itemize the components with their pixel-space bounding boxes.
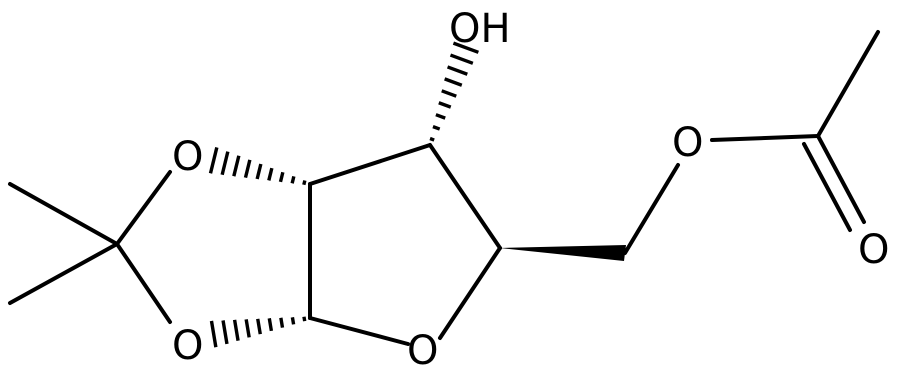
hash-stripe (209, 320, 218, 348)
bond-methyl2-cq (8, 242, 119, 305)
hash-stripe (441, 89, 457, 98)
hash-stripe (232, 155, 241, 177)
hash-bond-c2-o-lower (209, 316, 307, 348)
hash-stripe (243, 159, 252, 179)
wedge-bond-c4-c5 (500, 245, 626, 261)
hash-stripe (435, 113, 446, 120)
bond-cq-o-upper (115, 170, 172, 246)
hash-stripe (220, 151, 230, 176)
hash-stripe (302, 316, 307, 322)
bond-c2-ring-o (308, 316, 410, 346)
atom-label-ester-o: O (672, 120, 703, 166)
bond-c3-c1 (308, 143, 432, 186)
hash-stripe (267, 318, 274, 332)
hash-stripe (438, 101, 452, 109)
bond-o-ester-c-carbonyl (710, 134, 820, 142)
hash-stripe (256, 318, 262, 335)
hash-stripe (444, 77, 463, 87)
hash-stripe (278, 171, 285, 183)
hash-stripe (208, 147, 219, 174)
hash-stripe (279, 317, 285, 328)
atom-labels: OH O O O O O (172, 6, 889, 374)
atom-label-carbonyl-o: O (858, 227, 889, 273)
hash-bond-c1-o-upper (208, 147, 307, 186)
hash-stripe (429, 136, 435, 142)
hash-stripe (232, 319, 240, 341)
atom-label-dioxolane-o-lower: O (172, 323, 203, 369)
bond-carbonyl-double-2 (802, 142, 852, 232)
hash-stripe (449, 53, 474, 65)
hash-stripe (267, 167, 274, 181)
bond-cq-o-lower (115, 242, 172, 324)
hash-stripe (244, 319, 251, 338)
bond-ring-o-c4 (438, 246, 502, 340)
hash-stripe (221, 320, 229, 345)
hash-stripe (432, 124, 441, 131)
bond-carbonyl-double-1 (816, 134, 866, 224)
hash-stripe (290, 175, 296, 184)
bond-methyl1-cq (8, 182, 119, 246)
hash-stripe (446, 65, 468, 76)
atom-label-hydroxyl: OH (449, 6, 511, 52)
bond-c-carbonyl-methyl (816, 30, 880, 138)
bond-c5-o-ester (623, 163, 680, 255)
hash-stripe (290, 317, 296, 325)
hash-stripe (255, 163, 263, 180)
atom-label-ring-o: O (407, 328, 438, 374)
hash-stripe (302, 180, 307, 186)
atom-label-dioxolane-o-upper: O (172, 134, 203, 180)
hash-stripe (452, 41, 479, 54)
bond-c4-c3 (428, 143, 502, 250)
bonds (8, 30, 880, 346)
hash-bond-c3-oh (429, 41, 479, 142)
